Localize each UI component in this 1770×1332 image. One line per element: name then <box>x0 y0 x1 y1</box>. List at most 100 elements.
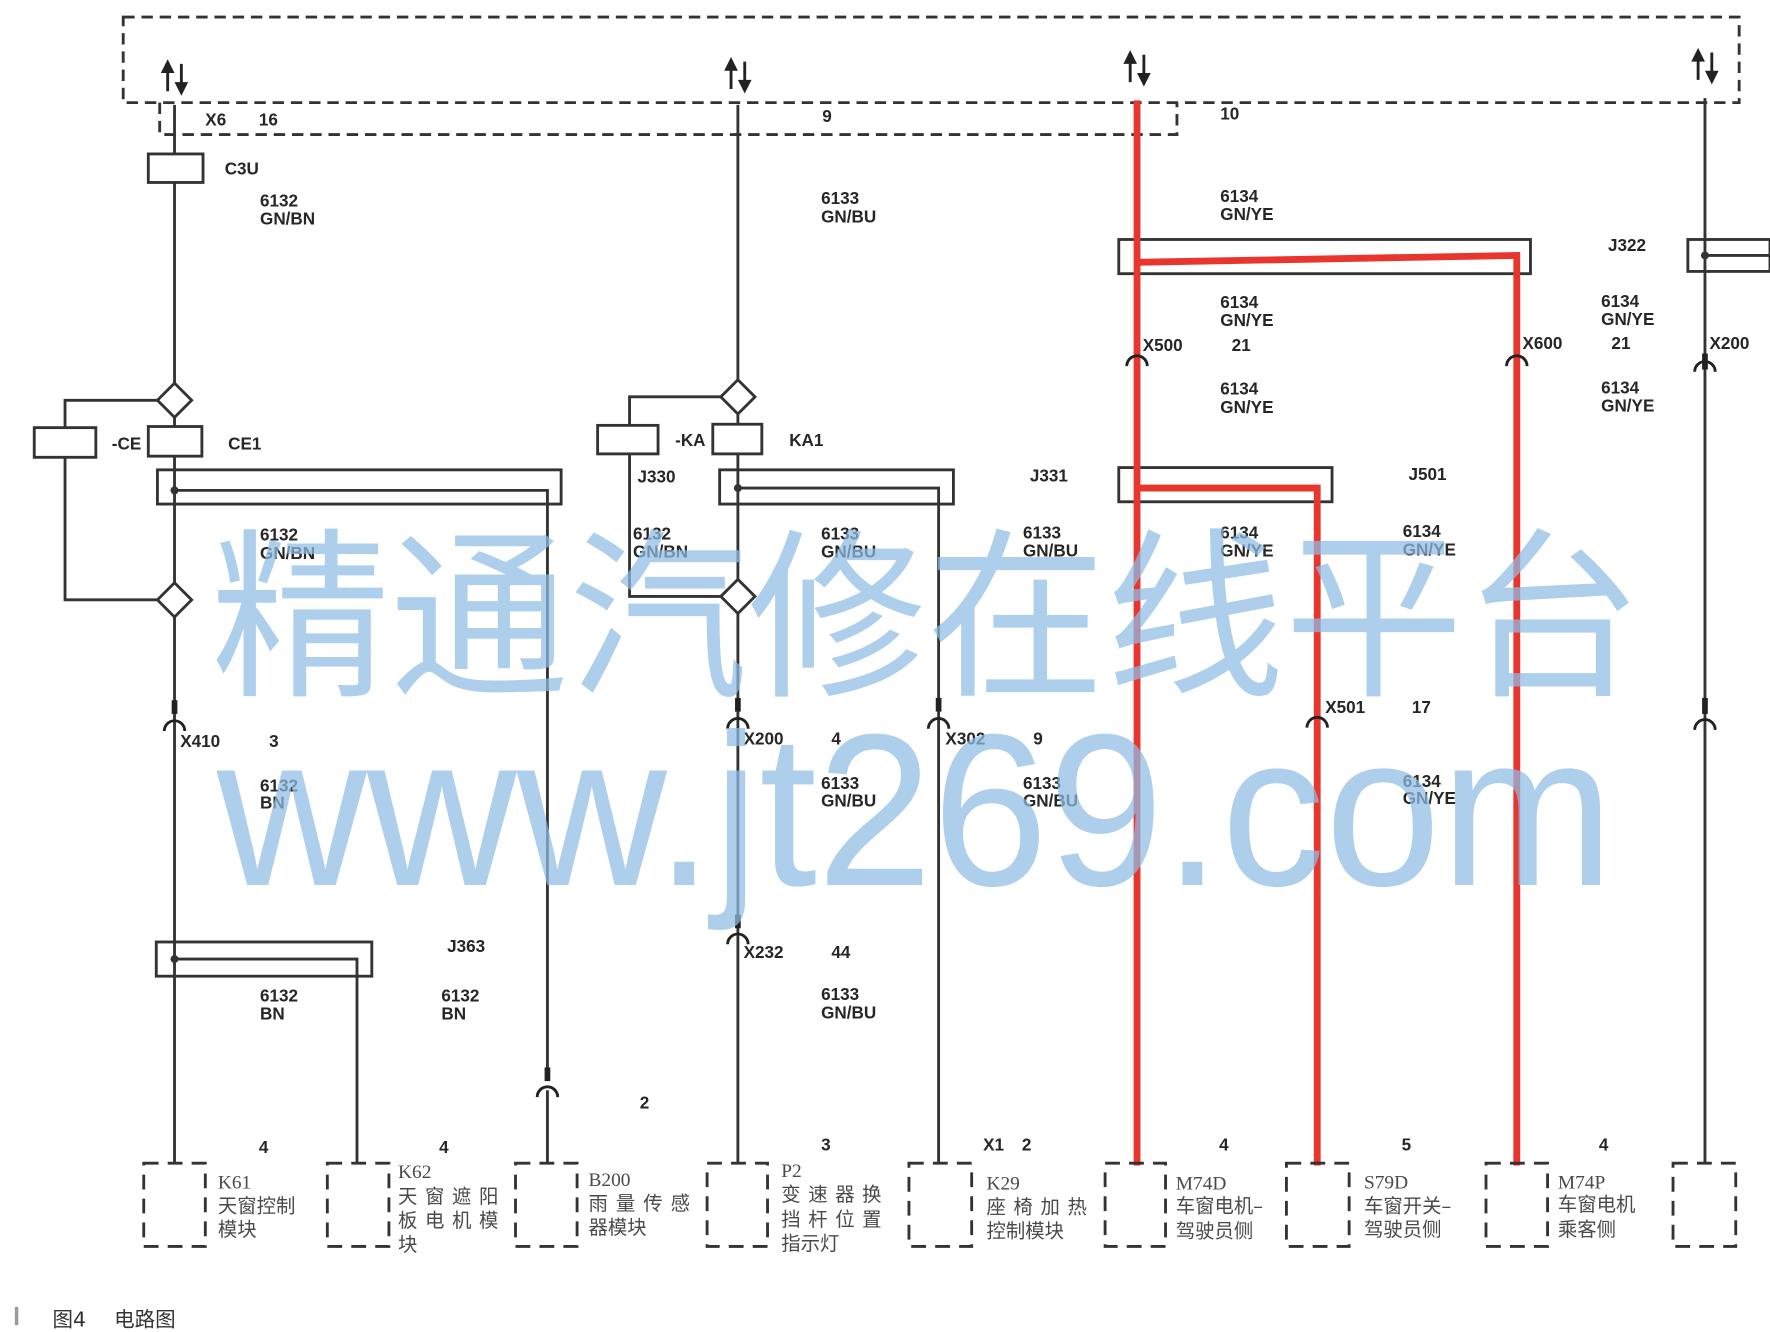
splice-dot <box>170 955 179 964</box>
wire-circuit: 6134 <box>1601 378 1640 397</box>
wire-color: GN/YE <box>1220 542 1273 561</box>
splice-j331 <box>718 468 955 506</box>
bidirectional-arrow-icon <box>1123 50 1151 87</box>
connector-x6-pin: 16 <box>259 110 278 129</box>
wire-circuit: 6133 <box>1023 774 1061 793</box>
wire-label: 6132 BN <box>441 986 479 1023</box>
wire-label: 6133 GN/BU <box>821 774 876 810</box>
component-desc: 挡杆位置 <box>781 1208 881 1231</box>
connector-x600 <box>1505 354 1529 367</box>
splice-j322 <box>1117 238 1532 276</box>
wire-color: GN/BU <box>821 543 876 562</box>
wire-label: 6134 GN/YE <box>1403 772 1456 808</box>
component-desc: 天窗遮阳 <box>398 1185 498 1208</box>
component-desc: 车窗电机 <box>1558 1193 1636 1216</box>
component-id: B200 <box>588 1170 630 1191</box>
component-k29-label: K29 座椅加热 控制模块 <box>986 1173 1086 1242</box>
connector-b200-socket <box>535 1067 560 1098</box>
bidirectional-arrow-icon <box>160 59 189 96</box>
caption-marker <box>14 1306 19 1326</box>
wire-label: 6132 GN/BN <box>260 191 315 228</box>
connector-x500-pin: 21 <box>1232 336 1252 355</box>
wire-color: GN/YE <box>1403 789 1456 808</box>
component-s79d-box <box>1284 1161 1351 1248</box>
splice-j501 <box>1117 466 1334 504</box>
component-b200-label: B200 雨量传感 器模块 <box>588 1170 689 1239</box>
connector-x501-label: X501 <box>1325 698 1365 717</box>
component-id: K61 <box>218 1172 251 1193</box>
wire-color: BN <box>441 1005 466 1024</box>
wire-label: 6132 BN <box>260 776 298 812</box>
wire-circuit: 6133 <box>821 189 859 208</box>
component-desc: 控制模块 <box>986 1219 1064 1242</box>
wire-label: 6132 GN/BN <box>260 526 315 563</box>
connector-x6-pin: 10 <box>1220 105 1239 124</box>
connector-x501 <box>1305 715 1329 728</box>
wire-color: GN/YE <box>1403 540 1456 559</box>
splice-j322-label: J322 <box>1608 236 1646 255</box>
wire-color: GN/BU <box>1023 791 1078 810</box>
component-p2-pin: 3 <box>821 1136 831 1155</box>
wire-circuit: 6134 <box>1601 292 1640 311</box>
watermark: 精通汽修在线平台 www.jt269.com <box>211 514 1642 931</box>
wire-color: GN/BN <box>260 544 315 563</box>
wire-color: GN/BU <box>821 207 876 226</box>
wire-color: GN/BN <box>633 543 688 562</box>
wire-circuit: 6133 <box>821 524 859 543</box>
wire-label: 6133 GN/BU <box>821 524 876 561</box>
module-dashed-boundary <box>121 15 1741 105</box>
wire-label: 6134 GN/YE <box>1220 523 1273 560</box>
component-desc: 车窗开关– <box>1364 1194 1451 1217</box>
wire-label: 6134 GN/YE <box>1220 293 1273 330</box>
wire-label: 6134 GN/YE <box>1220 380 1273 417</box>
wire-circuit: 6132 <box>260 191 298 210</box>
harness-ce-left <box>32 426 98 459</box>
component-desc: 乘客侧 <box>1558 1218 1616 1241</box>
wire-label: 6132 BN <box>260 986 298 1023</box>
wire-circuit: 6132 <box>260 776 298 795</box>
splice-diamond <box>155 381 194 420</box>
highlighted-wire-6134-j322-branch <box>1136 251 1521 1166</box>
splice-j331-label: J331 <box>1030 466 1069 485</box>
component-desc: 座椅加热 <box>986 1195 1086 1218</box>
component-m74d-box <box>1103 1161 1167 1248</box>
component-id: K62 <box>398 1162 431 1183</box>
wire-label: 6133 GN/BU <box>821 985 876 1022</box>
splice-j363 <box>154 940 374 978</box>
connector-x232-label: X232 <box>744 943 784 962</box>
splice-diamond <box>718 377 758 416</box>
wire-color: GN/BU <box>1023 542 1078 561</box>
figure-number: 图4 <box>53 1307 87 1331</box>
wire-label: 6133 GN/BU <box>1023 774 1078 810</box>
wire-label: 6133 GN/BU <box>1023 523 1078 560</box>
harness-ce-left-label: -CE <box>112 434 141 453</box>
connector-x600-label: X600 <box>1522 334 1562 353</box>
component-p2-label: P2 变速器换 挡杆位置 指示灯 <box>781 1161 881 1255</box>
component-desc: 车窗电机– <box>1176 1194 1263 1217</box>
wire-label: 6134 GN/YE <box>1403 522 1456 559</box>
component-id: K29 <box>986 1173 1019 1194</box>
component-k61-pin: 4 <box>259 1138 269 1157</box>
wire-color: BN <box>260 1005 285 1024</box>
component-id: M74P <box>1558 1172 1605 1193</box>
wire-circuit: 6133 <box>821 985 859 1004</box>
connector-x302-pin: 9 <box>1033 730 1043 749</box>
connector-x410-label: X410 <box>180 732 220 751</box>
component-k62-box <box>325 1161 391 1248</box>
connector-x501-pin: 17 <box>1412 698 1431 717</box>
component-b200-pin: 2 <box>640 1093 650 1112</box>
component-m74d-label: M74D 车窗电机– 驾驶员侧 <box>1176 1173 1263 1242</box>
connector-x500 <box>1125 354 1149 367</box>
wire-color: GN/BN <box>260 210 315 229</box>
harness-ka-left-label: -KA <box>675 431 705 450</box>
wire-circuit: 6134 <box>1220 293 1259 312</box>
wire-circuit: 6133 <box>1023 523 1061 542</box>
component-k29-pin: 2 <box>1022 1136 1032 1155</box>
splice-j330 <box>155 468 563 506</box>
wire-label: 6134 GN/YE <box>1601 378 1654 415</box>
bidirectional-arrow-icon <box>724 57 752 94</box>
wire-label: 6132 GN/BN <box>633 524 688 561</box>
component-m74p-label: M74P 车窗电机 乘客侧 <box>1558 1172 1636 1241</box>
component-k29-box <box>907 1161 974 1248</box>
component-p2-box <box>705 1161 769 1248</box>
